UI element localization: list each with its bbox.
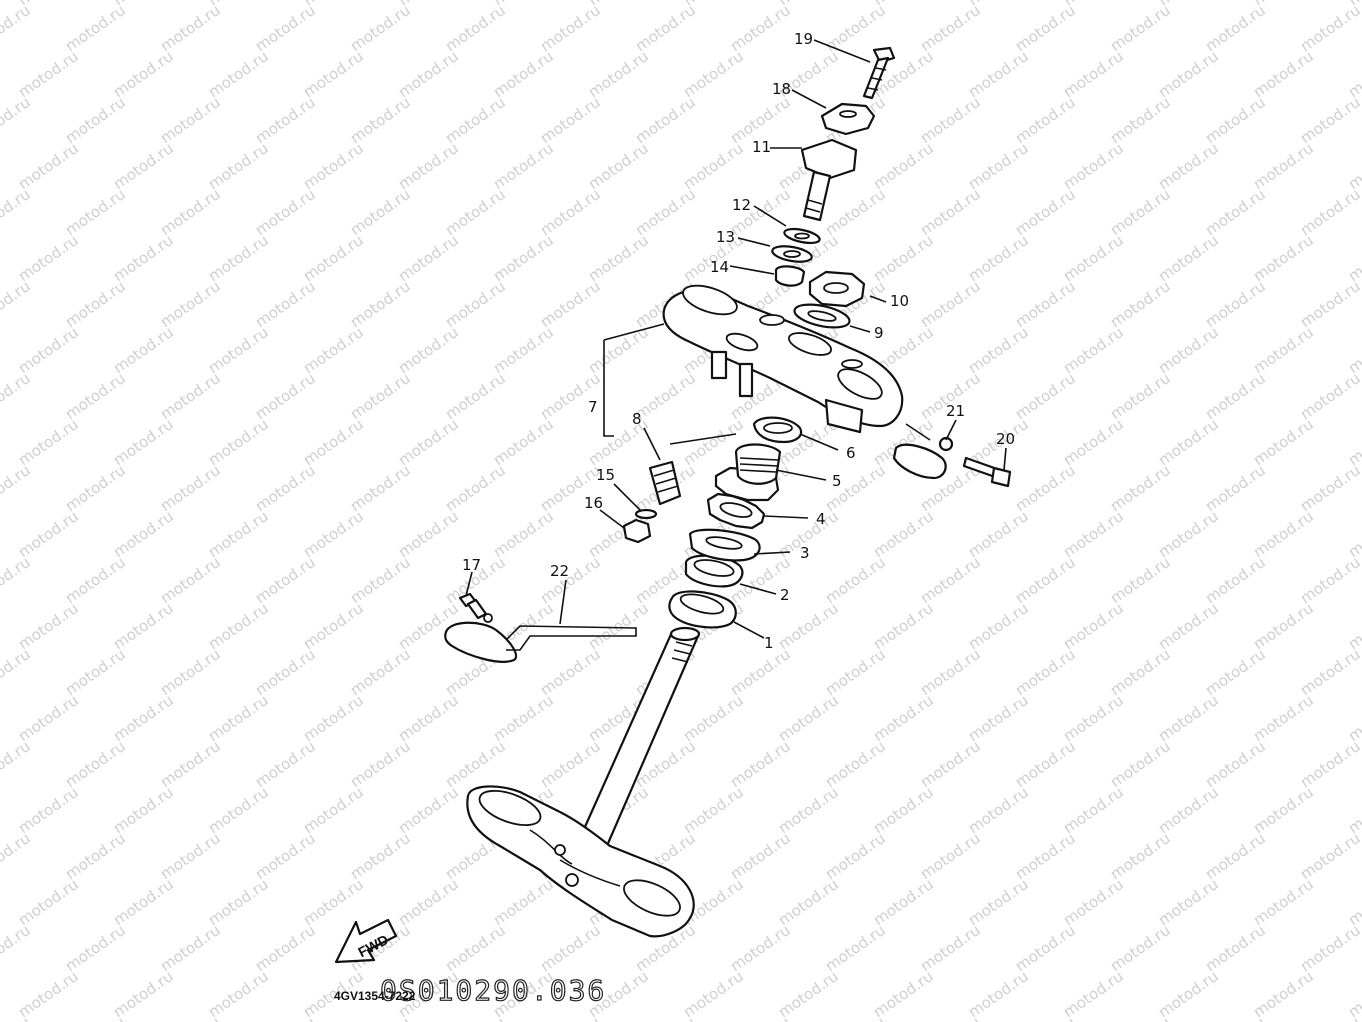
under-bracket [466,785,695,938]
washer-12 [783,227,821,245]
callout-20: 20 [996,430,1015,448]
callout-5: 5 [832,472,842,490]
callout-21: 21 [946,402,965,420]
callout-18: 18 [772,80,791,98]
callout-19: 19 [794,30,813,48]
steering-stem [578,626,701,850]
callout-7: 7 [588,398,598,416]
fwd-arrow-icon: FWD [334,918,398,964]
lock-washer-6 [752,416,803,444]
bolt-8 [648,460,682,506]
nut-16 [622,518,652,544]
callout-22: 22 [550,562,569,580]
ring-nut-4 [706,492,766,530]
damper-13 [771,245,813,263]
bolt-20 [962,456,1012,488]
cable-guide-21 [892,436,954,480]
bearing-2 [684,554,744,588]
callout-10: 10 [890,292,909,310]
callout-9: 9 [874,324,884,342]
callout-17: 17 [462,556,481,574]
callout-6: 6 [846,444,856,462]
callout-11: 11 [752,138,771,156]
upper-holder-18 [820,102,876,136]
ring-nut-5 [714,443,782,502]
callout-12: 12 [732,196,751,214]
callout-2: 2 [780,586,790,604]
screw-17 [458,592,493,623]
callout-13: 13 [716,228,735,246]
washer-9 [793,303,851,329]
callout-16: 16 [584,494,603,512]
diagram-code: 4GV1354-7222 [334,989,416,1003]
catalog-number: 0S010290.036 [380,974,606,1007]
callout-4: 4 [816,510,826,528]
callout-1: 1 [764,634,774,652]
bolt-19 [862,46,896,100]
seal-3 [688,528,761,562]
callout-8: 8 [632,410,642,428]
callout-14: 14 [710,258,729,276]
washer-15 [634,508,658,520]
handlebar-holder-11 [800,138,858,222]
bearing-race-1 [668,590,737,629]
cable-guide-22 [444,621,637,663]
collar-14 [774,265,806,287]
callout-3: 3 [800,544,810,562]
leader-lines [465,39,1007,639]
nut-10 [808,270,866,308]
callout-15: 15 [596,466,615,484]
upper-bracket-7 [662,284,904,434]
